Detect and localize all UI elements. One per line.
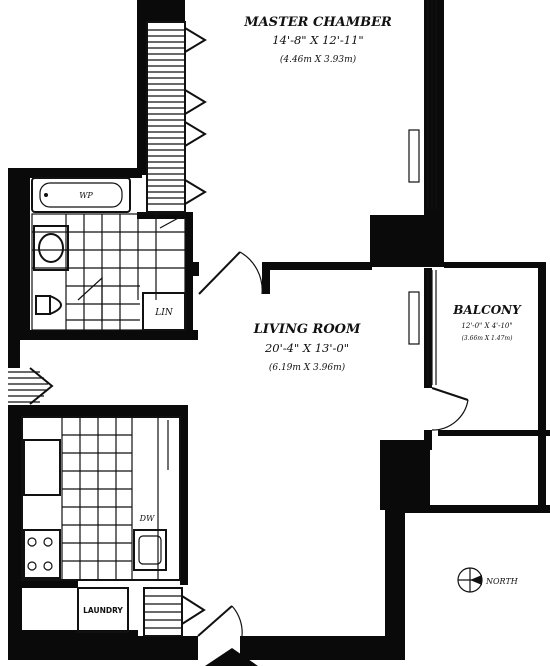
whirlpool-label: WP: [79, 191, 93, 200]
linen-closet: [142, 292, 186, 331]
compass-label: NORTH: [485, 577, 519, 586]
dishwasher-label: DW: [139, 514, 155, 523]
linen-label: LIN: [154, 308, 174, 318]
compass-icon: [457, 567, 483, 593]
balcony-dim-metric: (3.66m X 1.47m): [462, 335, 514, 342]
balcony-title: BALCONY: [452, 303, 522, 317]
laundry-closet: [77, 587, 129, 633]
kitchen: [21, 416, 181, 581]
master-chamber-dim-metric: (4.46m X 3.93m): [280, 54, 357, 65]
entry-closet: [143, 587, 206, 637]
entry-arrow-icon: [205, 648, 258, 666]
walls: [8, 0, 550, 660]
doors: [197, 251, 469, 637]
master-chamber-title: MASTER CHAMBER: [243, 15, 392, 30]
windows: [408, 0, 437, 385]
living-room-title: LIVING ROOM: [253, 322, 361, 337]
laundry-label: LAUNDRY: [83, 606, 123, 615]
balcony-dim: 12'-0" X 4'-10": [461, 322, 512, 330]
entry-steps: [8, 367, 54, 405]
master-chamber-dim: 14'-8" X 12'-11": [272, 33, 363, 47]
living-room-dim-metric: (6.19m X 3.96m): [269, 362, 346, 373]
master-closet: [146, 21, 207, 213]
living-room-dim: 20'-4" X 13'-0": [264, 341, 349, 355]
bathroom: [31, 177, 186, 331]
north-compass: NORTH: [457, 567, 519, 593]
